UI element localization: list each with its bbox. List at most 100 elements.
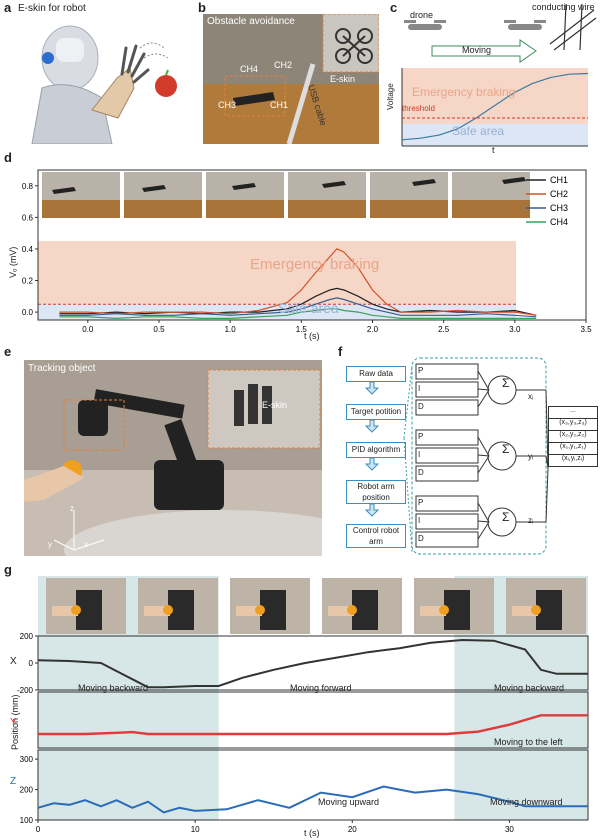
y-tick-label: -200: [17, 686, 34, 695]
pid2-i: I: [418, 450, 421, 459]
legend-label: CH1: [550, 175, 568, 185]
g-z-ann-1: Moving upward: [318, 797, 380, 807]
x-tick-label: 1.5: [296, 325, 308, 334]
panel-f-diagram: [340, 356, 598, 556]
stack-item: (xᵢ,yᵢ,zᵢ): [561, 455, 585, 462]
legend-label: CH4: [550, 217, 568, 227]
y-tick-label: 0.2: [22, 277, 34, 286]
flow-raw-data: Raw data: [346, 366, 406, 382]
ch3-label: CH3: [218, 100, 237, 110]
robot-arm-photo: [24, 360, 322, 556]
panel-b-label: b: [198, 0, 206, 15]
series-line-y: [38, 714, 588, 736]
c-threshold-text: threshold: [402, 104, 435, 113]
flow-target-position: Target potition: [346, 404, 406, 420]
pid2-d: D: [418, 468, 424, 477]
g-row-z: Z: [10, 776, 17, 787]
stack-item: (x₁,y₁,z₁): [549, 443, 597, 455]
g-x-ann-3: Moving backward: [494, 683, 565, 693]
pid-term-box: [415, 447, 479, 464]
panel-e-title: Tracking object: [28, 363, 96, 374]
g-x-ann-2: Moving forward: [290, 683, 352, 693]
row-frame: [37, 691, 589, 749]
flow-arrow: [364, 381, 380, 395]
c-xlabel: t: [492, 145, 495, 155]
flow-pid-algorithm: PID algorithm: [346, 442, 406, 458]
conducting-wire-label: conducting wire: [532, 2, 595, 12]
pid1-p: P: [418, 366, 424, 375]
row-frame: [37, 749, 589, 821]
output-x: xᵢ: [528, 392, 534, 401]
panel-c-schematic: [388, 2, 598, 152]
panel-d-label: d: [4, 150, 12, 165]
y-tick-label: 0.0: [22, 308, 34, 317]
pid2-p: P: [418, 432, 424, 441]
pid-term-box: [415, 531, 479, 548]
e-axis-x: x: [84, 540, 88, 549]
panel-a-title: E-skin for robot: [18, 3, 86, 14]
x-tick-label: 3.5: [580, 325, 592, 334]
y-tick-label: 0.4: [22, 245, 34, 254]
c-safe-text: Safe area: [452, 124, 505, 138]
series-line-ch4: [59, 308, 537, 320]
panel-g-label: g: [4, 562, 12, 577]
drone-photo: [203, 14, 379, 144]
coordinate-stack: ... (x₃,y₃,z₃) (x₂,y₂,z₂) (x₁,y₁,z₁) (xᵢ…: [548, 406, 598, 467]
x-tick-label: 1.0: [225, 325, 237, 334]
ch2-label: CH2: [274, 60, 293, 70]
pid-term-box: [415, 465, 479, 482]
robot-hand-illustration: [22, 18, 192, 144]
ch1-label: CH1: [270, 100, 289, 110]
g-x-ann-1: Moving backward: [78, 683, 149, 693]
panel-b-title: Obstacle avoidance: [207, 16, 295, 27]
moving-label: Moving: [462, 45, 492, 55]
flow-arrow: [364, 503, 380, 517]
x-tick-label: 0: [36, 825, 41, 834]
pid-term-box: [415, 363, 479, 380]
g-row-y: Y: [10, 717, 17, 728]
pid-term-box: [415, 495, 479, 512]
x-tick-label: 30: [505, 825, 514, 834]
x-tick-label: 0.5: [153, 325, 165, 334]
series-line-z: [37, 785, 588, 814]
d-safe-text: Safe area: [278, 300, 339, 316]
pid1-sum: Σ: [502, 376, 510, 390]
pid3-d: D: [418, 534, 424, 543]
c-brake-text: Emergency braking: [412, 85, 516, 99]
g-y-ann: Moving to the left: [494, 737, 563, 747]
panel-f-label: f: [338, 344, 343, 359]
pid1-d: D: [418, 402, 424, 411]
pid2-sum: Σ: [502, 442, 510, 456]
y-tick-label: 100: [20, 816, 34, 825]
e-axis-z: z: [70, 504, 74, 513]
flow-robot-arm-position: Robot arm position: [346, 480, 406, 504]
stack-item: (x₂,y₂,z₂): [549, 431, 597, 443]
x-tick-label: 2.0: [367, 325, 379, 334]
panel-a-label: a: [4, 0, 12, 15]
y-tick-label: 0.6: [22, 213, 34, 222]
x-tick-label: 3.0: [509, 325, 521, 334]
x-tick-label: 10: [191, 825, 200, 834]
flow-arrow: [364, 457, 380, 471]
pid-term-box: [415, 429, 479, 446]
y-tick-label: 300: [20, 755, 34, 764]
legend-label: CH3: [550, 203, 568, 213]
y-tick-label: 200: [20, 632, 34, 641]
eskin-label-b: E-skin: [330, 74, 356, 84]
x-tick-label: 20: [348, 825, 357, 834]
g-z-ann-2: Moving downward: [490, 797, 563, 807]
stack-item: ...: [549, 407, 597, 419]
pid-term-box: [415, 513, 479, 530]
stack-item: (x₃,y₃,z₃): [549, 419, 597, 431]
eskin-label-e: E-skin: [262, 400, 288, 410]
pid3-i: I: [418, 516, 421, 525]
x-tick-label: 2.5: [438, 325, 450, 334]
d-ylabel: Vₒ (mV): [8, 246, 18, 278]
series-line-ch3: [59, 297, 537, 318]
pid1-i: I: [418, 384, 421, 393]
panel-e-label: e: [4, 344, 12, 359]
flow-control-robot-arm: Control robot arm: [346, 524, 406, 548]
c-ylabel: Voltage: [386, 83, 395, 110]
